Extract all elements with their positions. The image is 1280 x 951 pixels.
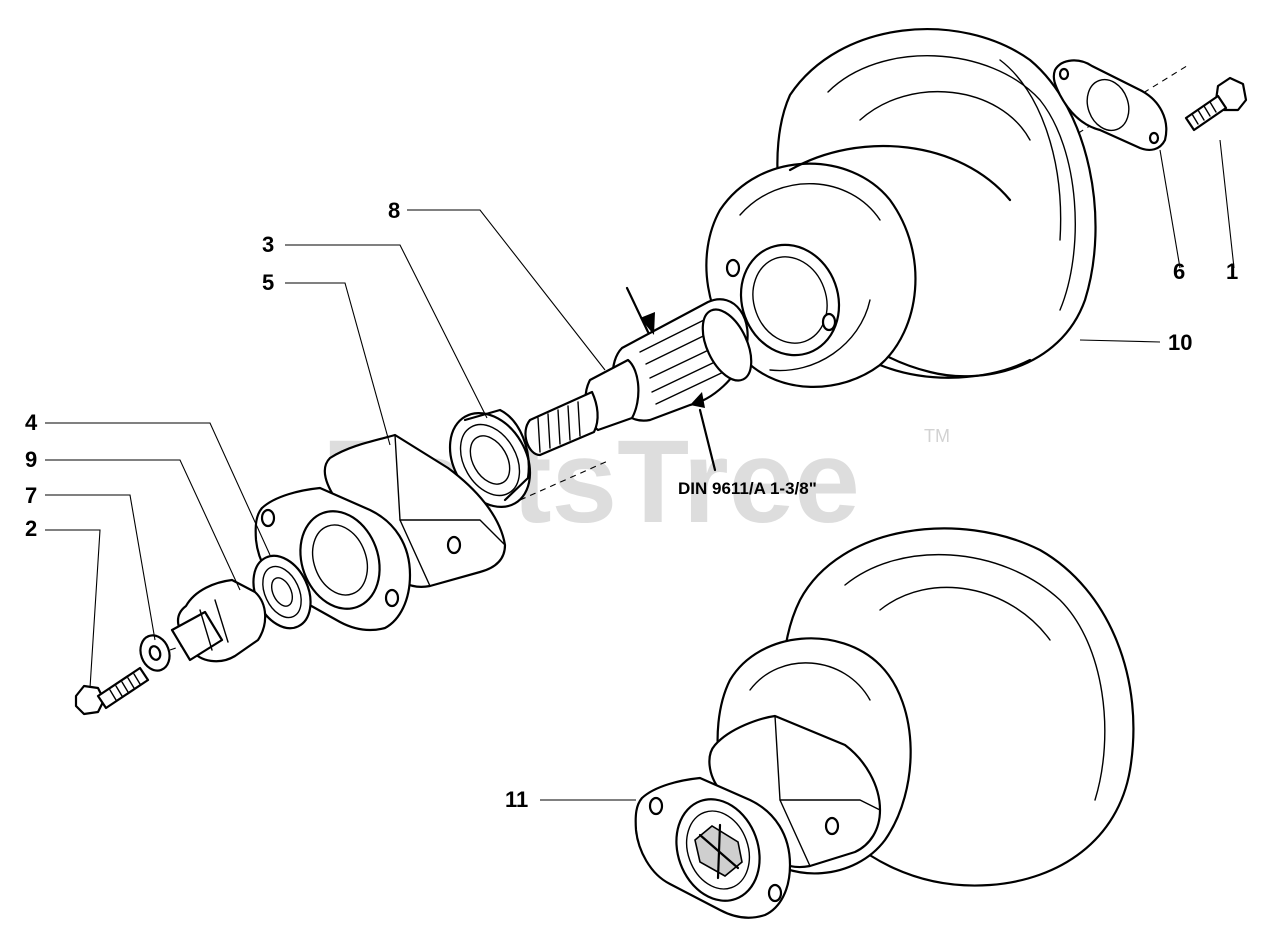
watermark-trademark: TM [924, 426, 950, 446]
gearbox-assembly-icon[interactable] [634, 527, 1135, 919]
bolt-icon[interactable] [74, 666, 150, 716]
coupling-icon[interactable] [170, 578, 267, 663]
gearbox-housing-icon[interactable] [705, 28, 1097, 388]
callout-6: 6 [1173, 259, 1185, 284]
spline-shaft-icon[interactable] [524, 286, 761, 472]
bolt-icon[interactable] [1184, 76, 1248, 132]
callout-7: 7 [25, 483, 37, 508]
callout-2: 2 [25, 516, 37, 541]
callout-1: 1 [1226, 259, 1238, 284]
callout-11: 11 [505, 787, 528, 812]
callout-9: 9 [25, 447, 37, 472]
callout-8: 8 [388, 198, 400, 223]
spline-spec-label: DIN 9611/A 1-3/8" [678, 479, 817, 498]
leader-lines [45, 139, 1235, 801]
callout-4: 4 [25, 410, 38, 435]
callout-5: 5 [262, 270, 274, 295]
bearing-icon[interactable] [434, 399, 546, 522]
washer-icon[interactable] [136, 631, 175, 674]
callout-10: 10 [1168, 330, 1192, 355]
flange-plate-icon[interactable] [1052, 59, 1168, 151]
callout-3: 3 [262, 232, 274, 257]
